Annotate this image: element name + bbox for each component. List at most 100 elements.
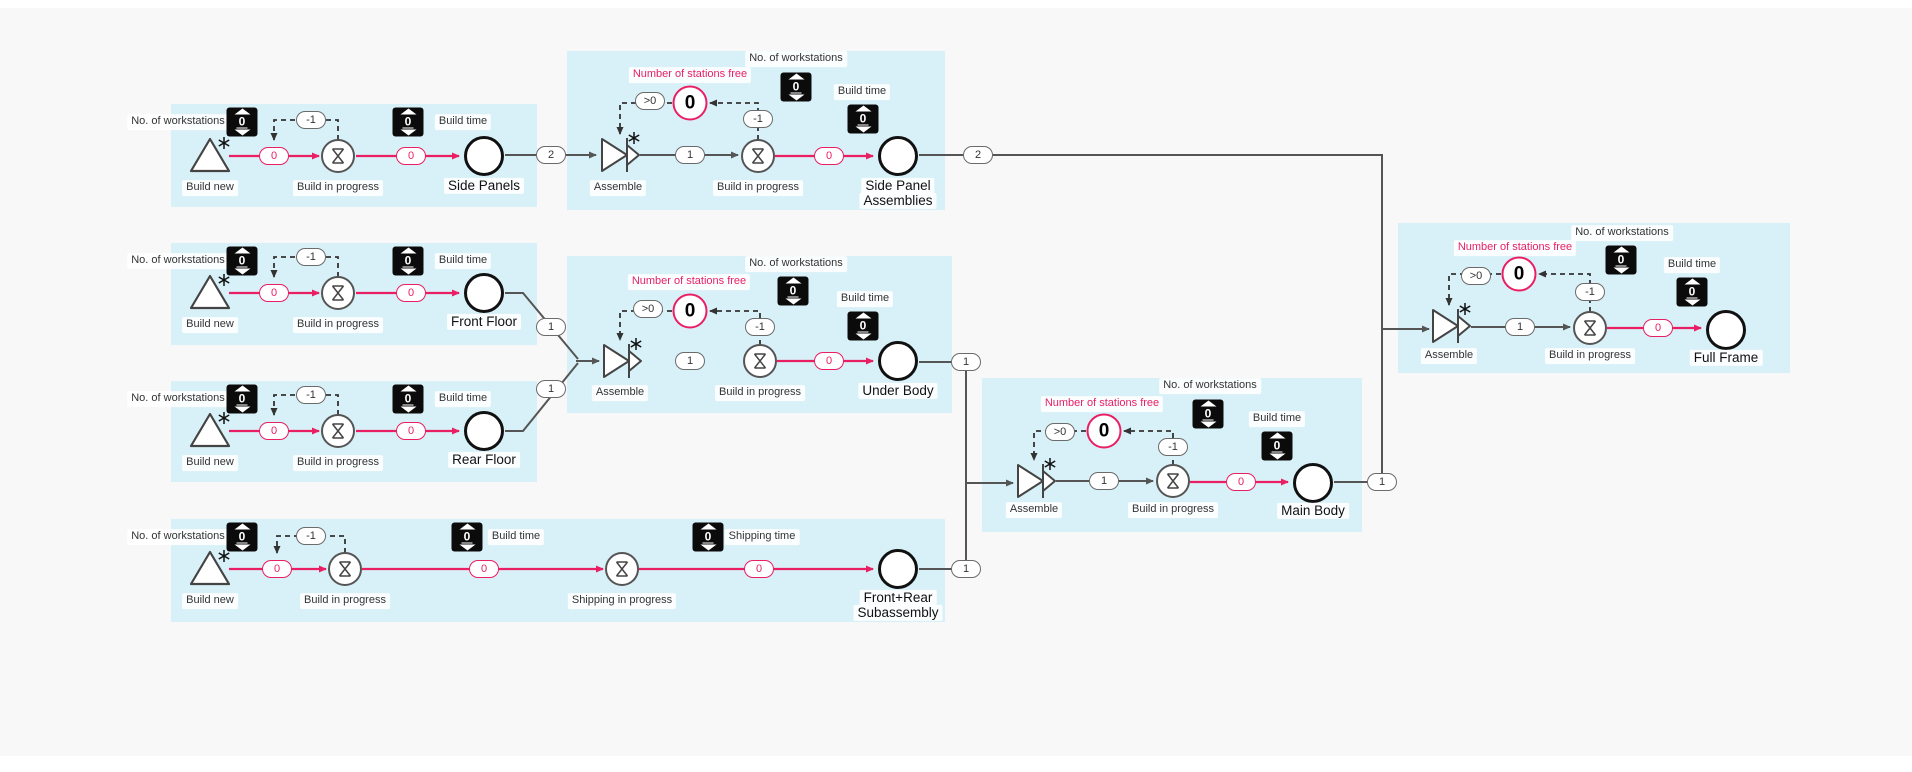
decrement-icon[interactable]	[855, 333, 871, 340]
decrement-icon[interactable]	[1269, 453, 1285, 460]
increment-icon[interactable]	[785, 277, 801, 284]
increment-icon[interactable]	[234, 108, 250, 115]
condition-pill[interactable]: >0	[635, 92, 665, 110]
flow-rate-pill[interactable]: 0	[814, 147, 844, 165]
increment-icon[interactable]	[400, 108, 416, 115]
decrement-icon[interactable]	[855, 126, 871, 133]
node-front-rear-subassembly[interactable]	[878, 549, 918, 589]
route-count-pill[interactable]: 1	[951, 560, 981, 578]
build-time-stepper[interactable]: 0	[392, 384, 424, 414]
increment-icon[interactable]	[459, 523, 475, 530]
decrement-icon[interactable]	[785, 298, 801, 305]
increment-icon[interactable]	[1684, 278, 1700, 285]
build-in-progress-icon[interactable]	[1156, 464, 1190, 498]
build-in-progress-icon[interactable]	[1573, 311, 1607, 345]
route-count-pill[interactable]: 2	[536, 146, 566, 164]
decrement-pill[interactable]: -1	[296, 111, 326, 129]
build-in-progress-icon[interactable]	[321, 276, 355, 310]
build-new-icon[interactable]	[191, 550, 229, 584]
increment-icon[interactable]	[1613, 246, 1629, 253]
increment-icon[interactable]	[234, 385, 250, 392]
build-in-progress-icon[interactable]	[328, 552, 362, 586]
route-count-pill[interactable]: 1	[536, 318, 566, 336]
workstations-stepper[interactable]: 0	[1192, 399, 1224, 429]
flow-rate-pill[interactable]: 0	[259, 284, 289, 302]
workstations-stepper[interactable]: 0	[226, 384, 258, 414]
build-new-icon[interactable]	[191, 137, 229, 171]
build-time-stepper[interactable]: 0	[1676, 277, 1708, 307]
flow-rate-pill[interactable]: 0	[259, 422, 289, 440]
flow-count-pill[interactable]: 1	[675, 146, 705, 164]
increment-icon[interactable]	[700, 523, 716, 530]
node-full-frame[interactable]	[1706, 310, 1746, 350]
flow-rate-pill[interactable]: 0	[744, 560, 774, 578]
decrement-pill[interactable]: -1	[296, 386, 326, 404]
decrement-icon[interactable]	[1613, 267, 1629, 274]
decrement-icon[interactable]	[1684, 299, 1700, 306]
flow-rate-pill[interactable]: 0	[396, 147, 426, 165]
stations-free-counter[interactable]: 0	[1501, 256, 1537, 292]
build-time-stepper[interactable]: 0	[392, 246, 424, 276]
increment-icon[interactable]	[1200, 400, 1216, 407]
workstations-stepper[interactable]: 0	[780, 72, 812, 102]
build-time-stepper[interactable]: 0	[392, 107, 424, 137]
route-count-pill[interactable]: 2	[963, 146, 993, 164]
flow-rate-pill[interactable]: 0	[259, 147, 289, 165]
increment-icon[interactable]	[855, 312, 871, 319]
decrement-icon[interactable]	[400, 129, 416, 136]
build-new-icon[interactable]	[191, 412, 229, 446]
build-time-stepper[interactable]: 0	[847, 104, 879, 134]
flow-rate-pill[interactable]: 0	[1226, 473, 1256, 491]
flow-rate-pill[interactable]: 0	[396, 284, 426, 302]
stations-free-counter[interactable]: 0	[672, 85, 708, 121]
build-time-stepper[interactable]: 0	[1261, 431, 1293, 461]
decrement-pill[interactable]: -1	[743, 110, 773, 128]
assemble-icon[interactable]	[1018, 458, 1055, 498]
node-under-body[interactable]	[878, 341, 918, 381]
flow-rate-pill[interactable]: 0	[469, 560, 499, 578]
node-main-body[interactable]	[1293, 463, 1333, 503]
decrement-pill[interactable]: -1	[1158, 438, 1188, 456]
assemble-icon[interactable]	[1433, 303, 1470, 343]
build-new-icon[interactable]	[191, 274, 229, 308]
increment-icon[interactable]	[1269, 432, 1285, 439]
decrement-pill[interactable]: -1	[1575, 283, 1605, 301]
node-side-panel-assemblies[interactable]	[878, 136, 918, 176]
decrement-icon[interactable]	[234, 268, 250, 275]
stations-free-counter[interactable]: 0	[672, 293, 708, 329]
assemble-icon[interactable]	[602, 132, 639, 172]
decrement-icon[interactable]	[400, 268, 416, 275]
route-count-pill[interactable]: 1	[1367, 473, 1397, 491]
build-time-stepper[interactable]: 0	[847, 311, 879, 341]
route-count-pill[interactable]: 1	[951, 353, 981, 371]
flow-rate-pill[interactable]: 0	[814, 352, 844, 370]
decrement-pill[interactable]: -1	[296, 248, 326, 266]
flow-rate-pill[interactable]: 0	[262, 560, 292, 578]
increment-icon[interactable]	[234, 523, 250, 530]
flow-count-pill[interactable]: 1	[675, 352, 705, 370]
decrement-icon[interactable]	[234, 406, 250, 413]
shipping-in-progress-icon[interactable]	[605, 552, 639, 586]
condition-pill[interactable]: >0	[1461, 267, 1491, 285]
increment-icon[interactable]	[855, 105, 871, 112]
workstations-stepper[interactable]: 0	[1605, 245, 1637, 275]
flow-rate-pill[interactable]: 0	[396, 422, 426, 440]
build-in-progress-icon[interactable]	[321, 139, 355, 173]
decrement-icon[interactable]	[788, 94, 804, 101]
increment-icon[interactable]	[400, 247, 416, 254]
stations-free-counter[interactable]: 0	[1086, 413, 1122, 449]
node-side-panels[interactable]	[464, 136, 504, 176]
build-in-progress-icon[interactable]	[743, 344, 777, 378]
decrement-pill[interactable]: -1	[745, 318, 775, 336]
shipping-time-stepper[interactable]: 0	[692, 522, 724, 552]
workstations-stepper[interactable]: 0	[226, 246, 258, 276]
decrement-pill[interactable]: -1	[296, 527, 326, 545]
build-in-progress-icon[interactable]	[321, 414, 355, 448]
decrement-icon[interactable]	[459, 544, 475, 551]
increment-icon[interactable]	[400, 385, 416, 392]
condition-pill[interactable]: >0	[633, 300, 663, 318]
route-count-pill[interactable]: 1	[536, 380, 566, 398]
decrement-icon[interactable]	[1200, 421, 1216, 428]
flow-count-pill[interactable]: 1	[1089, 472, 1119, 490]
condition-pill[interactable]: >0	[1045, 423, 1075, 441]
